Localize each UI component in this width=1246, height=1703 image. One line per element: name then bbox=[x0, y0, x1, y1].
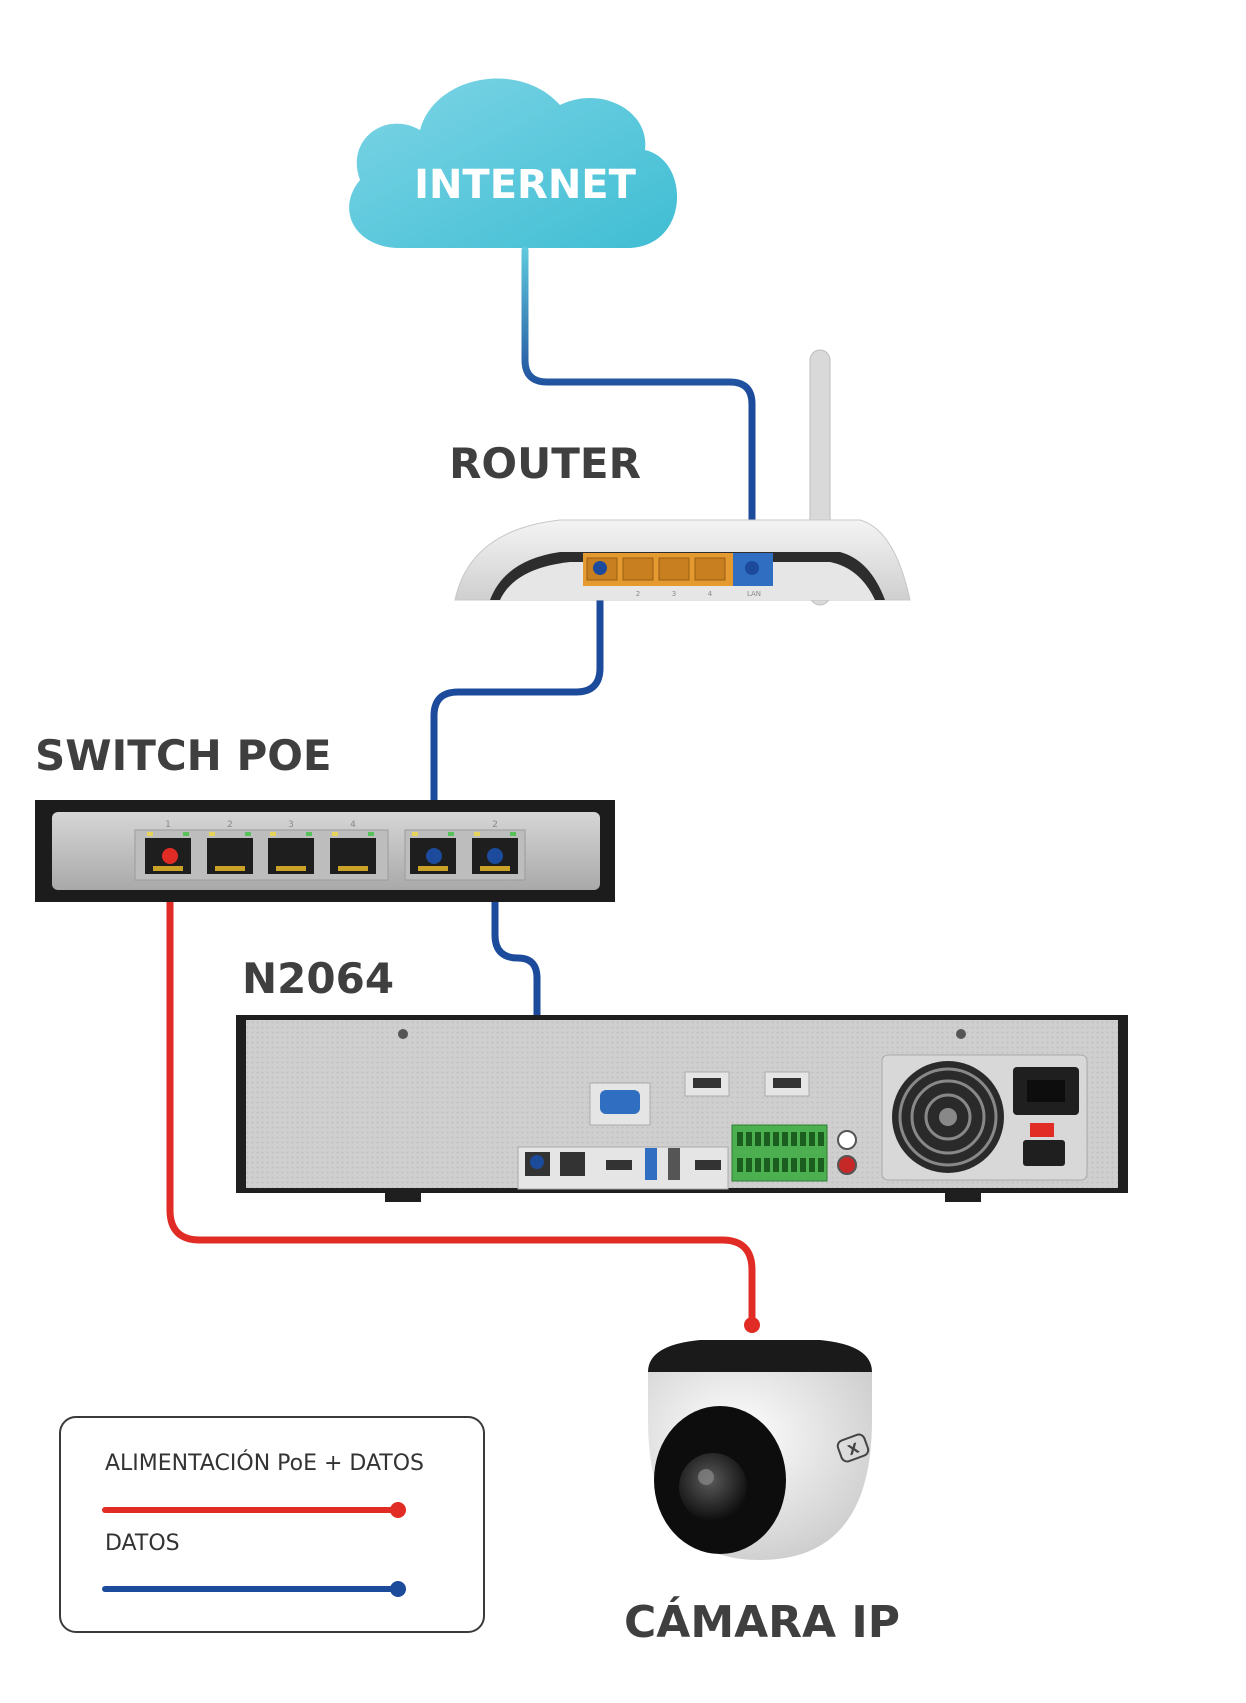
internet-label: INTERNET bbox=[414, 162, 637, 208]
poe-cable-end bbox=[744, 1317, 760, 1333]
camera-label: CÁMARA IP bbox=[624, 1595, 900, 1648]
router-lan-port bbox=[622, 557, 654, 581]
lan-port-icon bbox=[560, 1152, 585, 1176]
audio-in-icon bbox=[837, 1155, 857, 1175]
legend-poe-label: ALIMENTACIÓN PoE + DATOS bbox=[105, 1450, 424, 1476]
router-label: ROUTER bbox=[449, 439, 641, 488]
audio-out-icon bbox=[837, 1130, 857, 1150]
switch-port-number: 2 bbox=[227, 820, 233, 830]
usb-port-icon bbox=[773, 1078, 801, 1088]
router-port-number: 3 bbox=[672, 590, 676, 598]
poe-cable-switch-camera bbox=[166, 852, 756, 1329]
data-cable-router-switch bbox=[430, 564, 604, 860]
vga-port-icon bbox=[600, 1090, 640, 1114]
router-wan-label: LAN bbox=[747, 590, 761, 598]
ip-camera: X CÁMARA IP bbox=[624, 1340, 900, 1648]
switch-poe: SWITCH POE 1 2 3 4 2 bbox=[35, 731, 615, 902]
switch-port-number: 4 bbox=[350, 820, 356, 830]
legend-data-label: DATOS bbox=[105, 1531, 180, 1556]
router-lan-port bbox=[658, 557, 690, 581]
data-cable-switch-nvr bbox=[491, 852, 541, 1164]
nvr-recorder: N2064 bbox=[236, 954, 1128, 1202]
router-lan-port bbox=[694, 557, 726, 581]
router-port-number: 4 bbox=[708, 590, 713, 598]
usb-port-icon bbox=[693, 1078, 721, 1088]
hdmi-port-icon bbox=[606, 1160, 632, 1170]
usb-port-icon bbox=[668, 1148, 680, 1180]
power-switch-icon bbox=[1023, 1140, 1065, 1166]
usb3-port-icon bbox=[645, 1148, 657, 1180]
cables bbox=[166, 246, 760, 1333]
switch-port-number: 3 bbox=[288, 820, 294, 830]
switch-label: SWITCH POE bbox=[35, 731, 332, 780]
hdmi-port-icon bbox=[695, 1160, 721, 1170]
nvr-label: N2064 bbox=[242, 954, 394, 1003]
internet-cloud: INTERNET bbox=[349, 78, 678, 249]
legend: ALIMENTACIÓN PoE + DATOS DATOS bbox=[59, 1416, 485, 1633]
camera-lens-icon bbox=[679, 1453, 747, 1521]
data-cable-internet-router bbox=[521, 246, 756, 572]
switch-port-number: 2 bbox=[492, 820, 498, 830]
router-port-number: 2 bbox=[636, 590, 640, 598]
switch-port-number: 1 bbox=[165, 820, 171, 830]
router: ROUTER 2 3 4 LAN bbox=[449, 349, 911, 606]
